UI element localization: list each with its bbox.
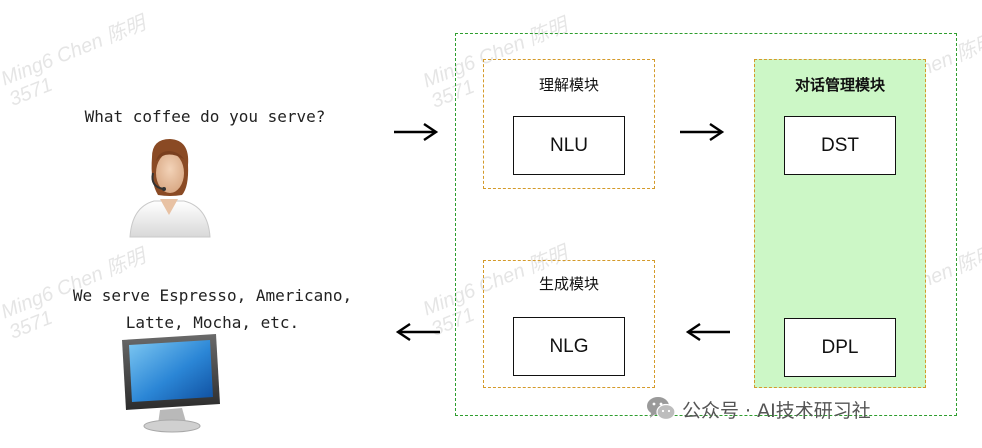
wechat-account-name: 公众号 · AI技术研习社 [682,399,871,422]
arrow-right-icon [680,123,725,141]
nlu-module-title: 理解模块 [538,76,599,94]
dm-module-title: 对话管理模块 [794,76,885,94]
user-avatar-icon [129,139,211,238]
computer-monitor-icon [122,334,220,433]
dpl-box: DPL [784,318,896,377]
arrow-left-icon [685,323,730,341]
nlu-box: NLU [513,116,625,175]
nlg-module-title: 生成模块 [538,275,599,293]
arrow-left-icon [395,323,440,341]
user-utterance: What coffee do you serve? [84,107,326,126]
dialogue-system-container [455,33,957,416]
nlg-module: 生成模块 NLG [483,260,655,388]
nlg-box: NLG [513,317,625,376]
dialogue-management-module: 对话管理模块 DST DPL [754,59,926,388]
wechat-icon [647,397,676,421]
watermark: Ming6 Chen 陈明 3571 [0,12,149,111]
system-response: We serve Espresso, Americano, Latte, Moc… [72,286,353,332]
dst-box: DST [784,116,896,175]
arrow-right-icon [394,123,439,141]
nlu-module: 理解模块 NLU [483,59,655,189]
wechat-logo: 公众号 · AI技术研习社 [646,394,871,424]
